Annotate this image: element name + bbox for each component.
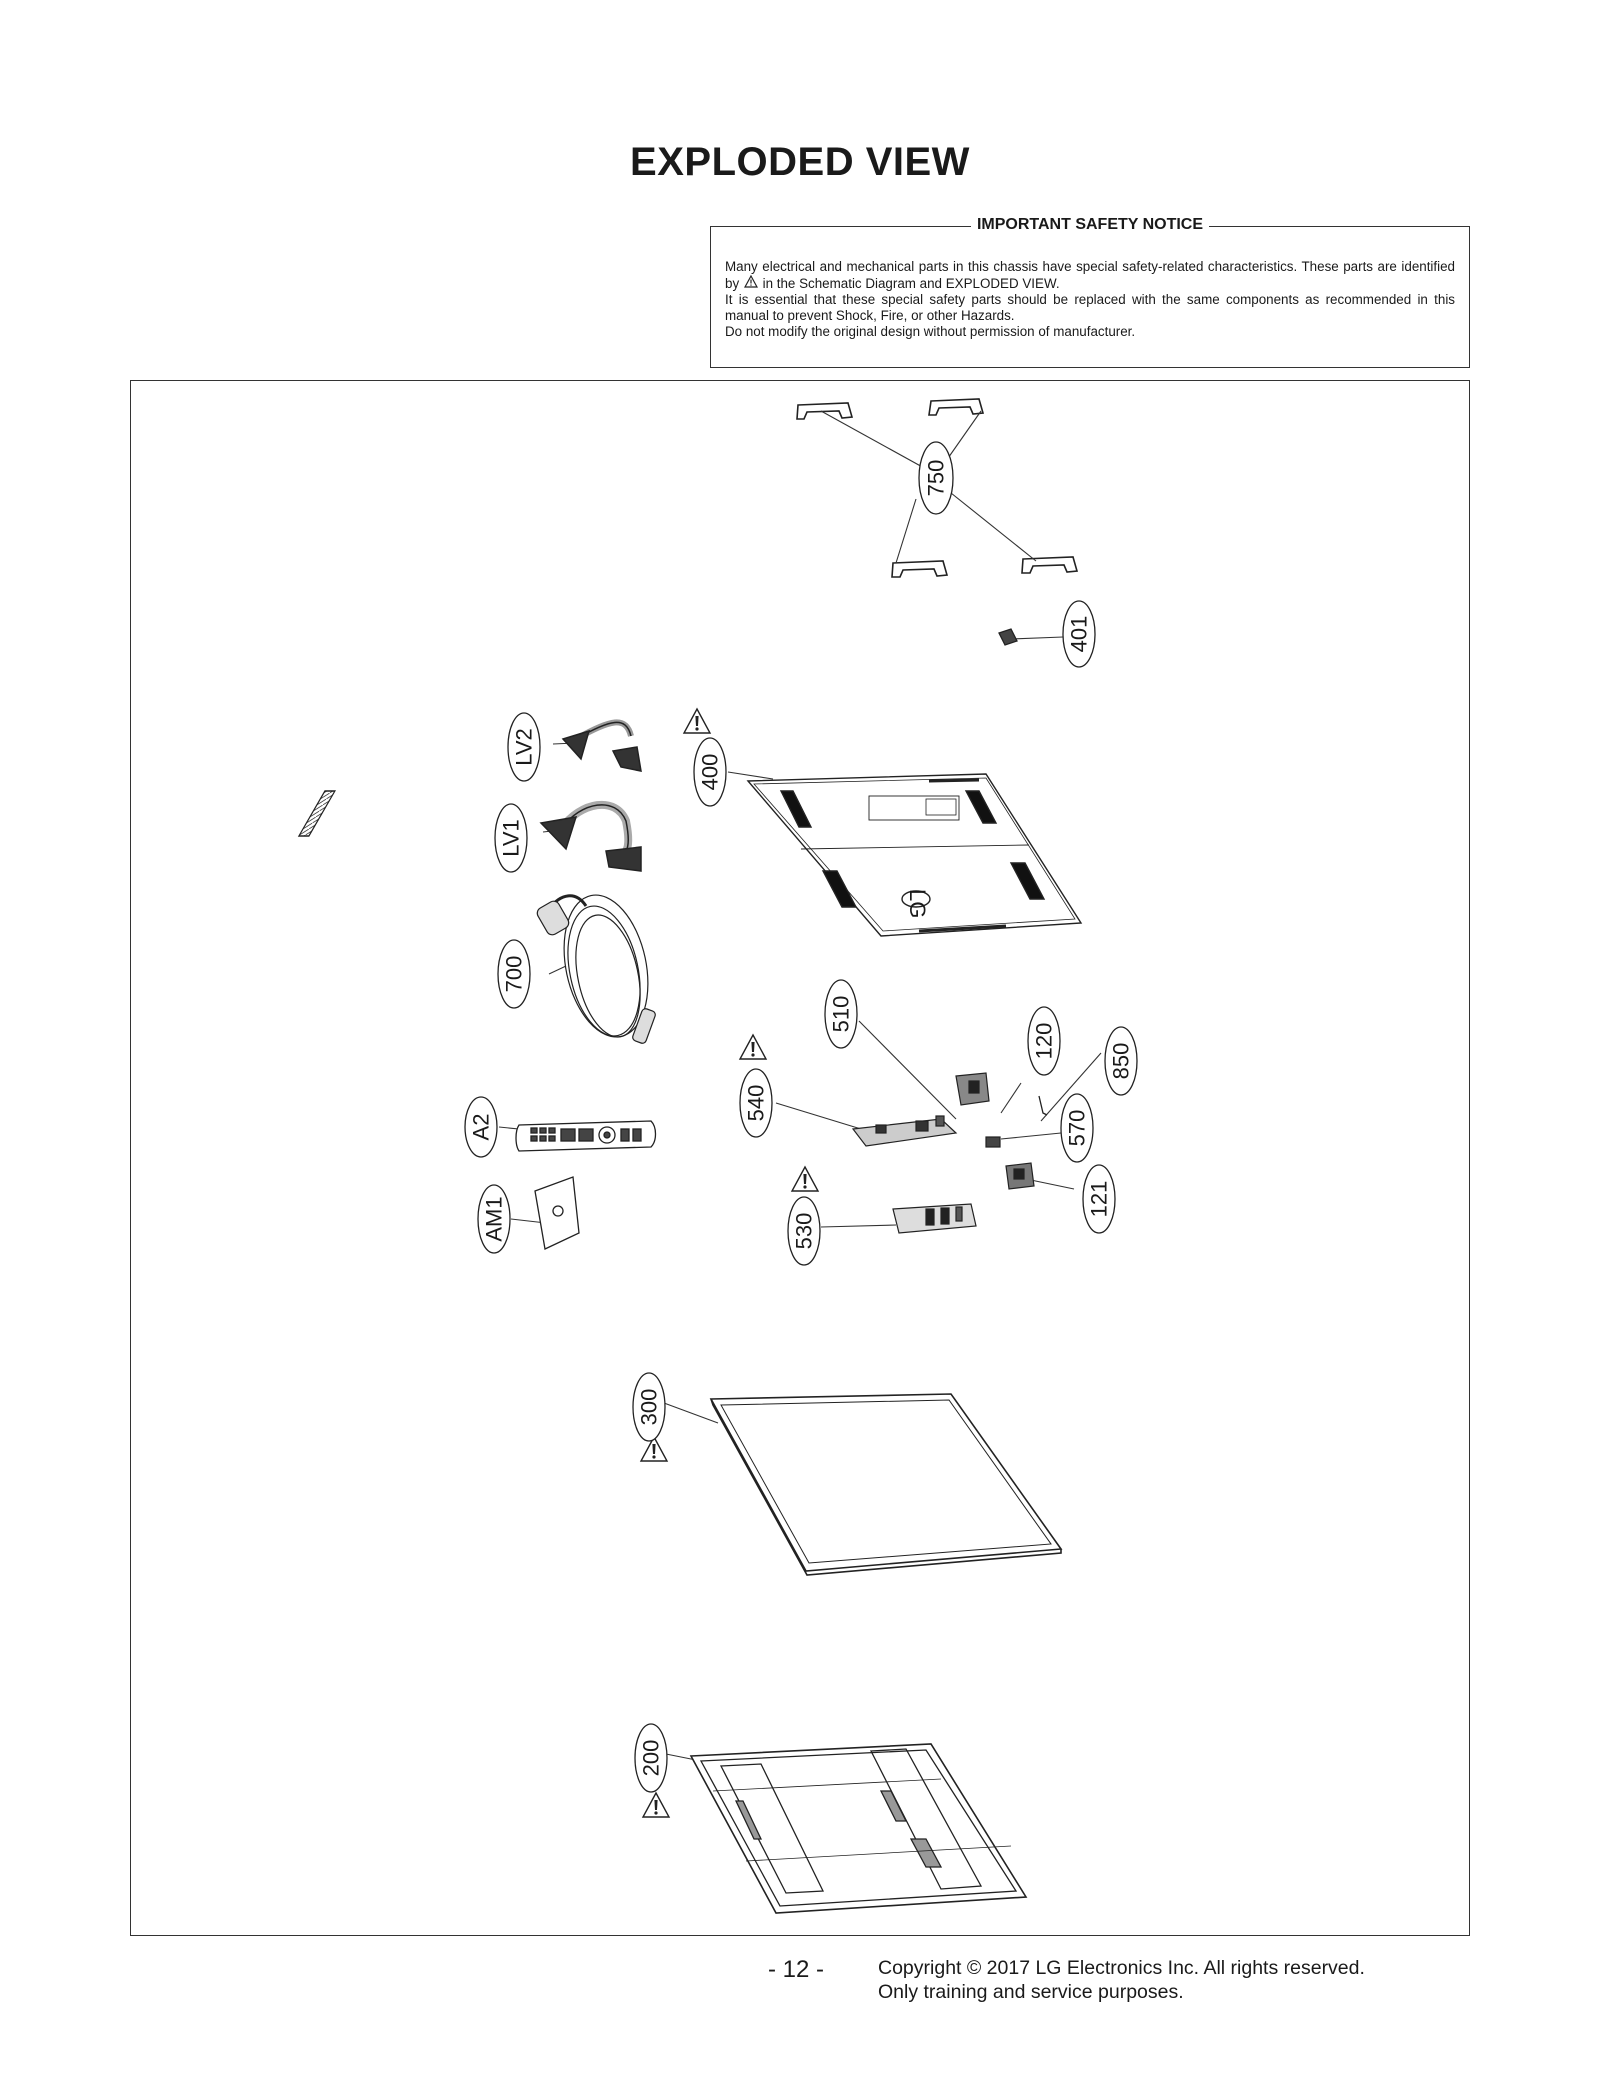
callout-400: 400 (693, 737, 727, 807)
callout-120: 120 (1027, 1006, 1061, 1076)
notice-text-2: in the Schematic Diagram and EXPLODED VI… (762, 276, 1060, 291)
warning-triangle-icon (642, 1792, 670, 1818)
cable-lv2 (561, 719, 642, 772)
svg-text:LV2: LV2 (512, 728, 537, 766)
notice-text-3: It is essential that these special safet… (725, 292, 1455, 323)
notice-text-4: Do not modify the original design withou… (725, 324, 1136, 339)
warning-triangle-icon (683, 708, 711, 734)
copyright-line: Copyright © 2017 LG Electronics Inc. All… (878, 1957, 1365, 1979)
svg-text:400: 400 (698, 754, 723, 791)
copyright-notice: Copyright © 2017 LG Electronics Inc. All… (878, 1956, 1365, 2004)
callout-540: 540 (739, 1068, 773, 1138)
callout-750: 750 (918, 441, 954, 515)
part-570 (985, 1136, 1001, 1148)
callout-401: 401 (1062, 600, 1096, 668)
cable-lv1 (539, 800, 642, 872)
callout-a2: A2 (464, 1096, 498, 1158)
warning-triangle-icon (743, 274, 759, 292)
board-121 (1005, 1162, 1035, 1190)
svg-text:401: 401 (1067, 616, 1092, 653)
svg-text:750: 750 (924, 460, 949, 497)
svg-text:530: 530 (792, 1213, 817, 1250)
svg-text:570: 570 (1065, 1110, 1090, 1147)
power-cord-700 (536, 894, 656, 1044)
callout-850: 850 (1104, 1026, 1138, 1096)
warning-triangle-icon (791, 1166, 819, 1192)
svg-text:700: 700 (502, 956, 527, 993)
svg-text:300: 300 (637, 1389, 662, 1426)
page-number: - 12 - (768, 1956, 825, 1983)
power-board-530 (892, 1203, 977, 1234)
back-cover-400 (297, 773, 1083, 937)
board-120 (955, 1072, 990, 1106)
part-850 (1038, 1095, 1048, 1116)
svg-text:AM1: AM1 (482, 1196, 507, 1241)
svg-text:120: 120 (1032, 1023, 1057, 1060)
notice-text-1: Many electrical and mechanical parts in … (725, 259, 1455, 291)
callout-200: 200 (634, 1723, 668, 1793)
svg-text:LV1: LV1 (499, 819, 524, 857)
callout-300: 300 (632, 1372, 666, 1442)
exploded-view-diagram: LG (130, 380, 1470, 1936)
exploded-view-drawing: LG (297, 398, 1138, 1914)
lcd-panel-300 (709, 1393, 1063, 1576)
remote-control-a2 (515, 1120, 657, 1152)
mount-am1 (534, 1176, 580, 1250)
callout-121: 121 (1082, 1164, 1116, 1234)
back-cover-logo: LG (905, 889, 930, 918)
svg-text:200: 200 (639, 1740, 664, 1777)
callout-lv2: LV2 (507, 712, 541, 782)
bracket-401 (998, 628, 1018, 646)
usage-line: Only training and service purposes. (878, 1981, 1184, 2003)
callout-510: 510 (824, 979, 858, 1049)
callout-lv1: LV1 (494, 803, 528, 873)
page-title: EXPLODED VIEW (630, 140, 970, 184)
callout-am1: AM1 (477, 1184, 511, 1254)
svg-text:850: 850 (1109, 1043, 1134, 1080)
callout-530: 530 (787, 1196, 821, 1266)
svg-text:121: 121 (1087, 1181, 1112, 1218)
front-frame-200 (689, 1743, 1028, 1914)
svg-text:A2: A2 (469, 1114, 494, 1141)
warning-triangle-icon (739, 1034, 767, 1060)
safety-notice-box: IMPORTANT SAFETY NOTICE Many electrical … (710, 216, 1470, 368)
safety-notice-heading: IMPORTANT SAFETY NOTICE (970, 216, 1210, 233)
svg-text:510: 510 (829, 996, 854, 1033)
callout-700: 700 (497, 939, 531, 1009)
main-board-540 (851, 1115, 958, 1147)
leader-lines (498, 410, 1102, 1762)
svg-text:540: 540 (744, 1085, 769, 1122)
callout-570: 570 (1060, 1093, 1094, 1163)
safety-notice-body: Many electrical and mechanical parts in … (725, 259, 1455, 340)
